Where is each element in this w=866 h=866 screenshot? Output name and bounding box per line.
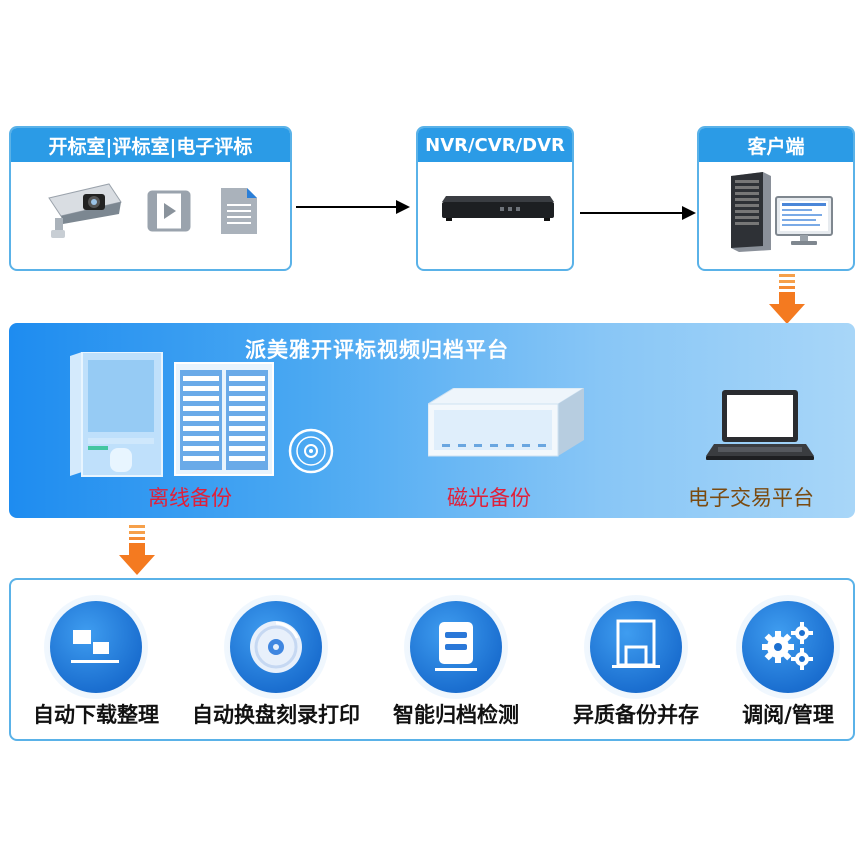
function-label: 智能归档检测 bbox=[393, 703, 519, 727]
archive-check-icon bbox=[435, 622, 477, 671]
function-item-burn: 自动换盘刻录打印 bbox=[180, 595, 360, 735]
offline-backup-label: 离线备份 bbox=[148, 486, 232, 510]
source-node-title: 开标室|评标室|电子评标 bbox=[11, 128, 290, 162]
arrow-source-to-recorder bbox=[296, 206, 396, 208]
disc-burn-icon bbox=[250, 621, 302, 673]
function-label: 调阅/管理 bbox=[742, 703, 834, 727]
e-trading-platform-label: 电子交易平台 bbox=[688, 486, 814, 510]
laptop-icon bbox=[706, 390, 814, 460]
recorder-node: NVR/CVR/DVR bbox=[416, 126, 574, 271]
down-arrow-platform-to-functions bbox=[119, 525, 155, 577]
source-node: 开标室|评标室|电子评标 bbox=[9, 126, 292, 271]
recorder-device-icon bbox=[442, 196, 554, 221]
client-node-title: 客户端 bbox=[699, 128, 853, 162]
magneto-optical-storage-icon bbox=[428, 388, 584, 457]
download-organize-icon bbox=[71, 630, 119, 663]
camera-icon bbox=[48, 183, 122, 238]
function-item-archive-check: 智能归档检测 bbox=[360, 595, 540, 735]
archive-cabinet-icon bbox=[70, 352, 163, 477]
heterogeneous-backup-icon bbox=[612, 619, 660, 668]
document-icon bbox=[221, 188, 257, 234]
function-item-download: 自动下载整理 bbox=[0, 595, 180, 735]
magneto-optical-backup-label: 磁光备份 bbox=[447, 486, 531, 510]
server-tower-icon bbox=[731, 172, 771, 252]
down-arrow-client-to-platform bbox=[769, 274, 805, 326]
function-item-manage: 调阅/管理 bbox=[692, 595, 866, 735]
arrow-source-to-recorder-head bbox=[396, 200, 410, 214]
function-item-backup: 异质备份并存 bbox=[540, 595, 720, 735]
storage-rack-icon bbox=[174, 362, 274, 476]
function-label: 异质备份并存 bbox=[573, 703, 699, 727]
disc-icon bbox=[288, 428, 334, 474]
arrow-recorder-to-client bbox=[580, 212, 682, 214]
function-label: 自动下载整理 bbox=[33, 703, 159, 727]
monitor-icon bbox=[775, 196, 833, 245]
function-label: 自动换盘刻录打印 bbox=[192, 703, 360, 727]
recorder-node-title: NVR/CVR/DVR bbox=[418, 128, 572, 162]
client-node: 客户端 bbox=[697, 126, 855, 271]
video-file-icon bbox=[147, 190, 191, 232]
platform-title: 派美雅开评标视频归档平台 bbox=[245, 338, 509, 362]
gears-icon bbox=[762, 622, 813, 670]
arrow-recorder-to-client-head bbox=[682, 206, 696, 220]
